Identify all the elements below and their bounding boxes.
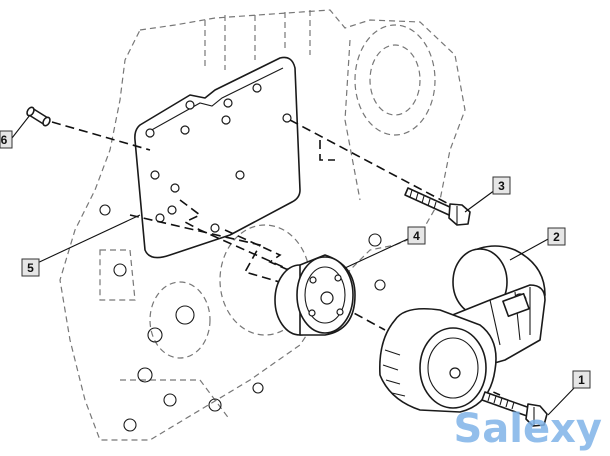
- svg-text:3: 3: [498, 179, 505, 193]
- bolt-lower: [481, 391, 548, 427]
- idler-pulley: [274, 254, 356, 336]
- callout-4: 4: [407, 226, 426, 245]
- assembly-axis-lines: [51, 119, 501, 396]
- dowel-pin: [26, 106, 51, 127]
- cover-plate: [134, 56, 301, 259]
- housing-bosses: [99, 204, 386, 432]
- svg-text:1: 1: [578, 373, 585, 387]
- svg-text:2: 2: [553, 230, 560, 244]
- callout-5: 5: [21, 258, 40, 277]
- callout-2: 2: [547, 227, 566, 246]
- bolt-upper: [404, 187, 471, 226]
- svg-text:4: 4: [413, 229, 420, 243]
- watermark-logo: Salexy: [453, 406, 602, 452]
- callout-6: 6: [0, 130, 13, 149]
- leader-lines: [11, 114, 578, 416]
- callout-3: 3: [492, 176, 511, 195]
- belt-tensioner: [378, 245, 546, 413]
- svg-text:5: 5: [27, 261, 34, 275]
- callout-1: 1: [572, 370, 591, 389]
- svg-text:6: 6: [1, 133, 8, 147]
